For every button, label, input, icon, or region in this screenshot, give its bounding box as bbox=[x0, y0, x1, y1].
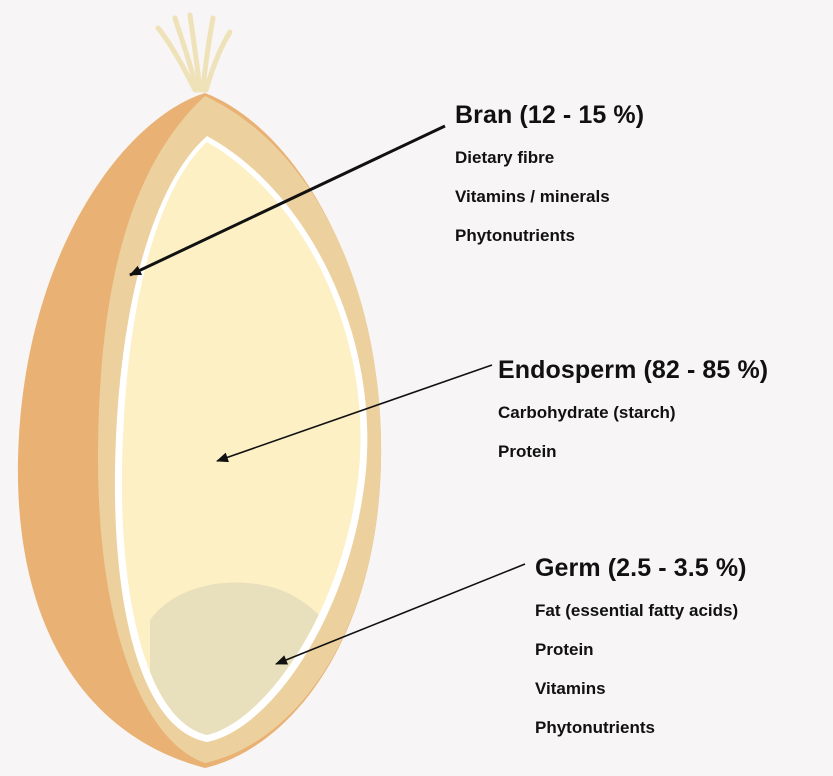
bran-item-dietary-fibre: Dietary fibre bbox=[455, 148, 644, 168]
brush-hairs bbox=[158, 15, 230, 90]
germ-item-protein: Protein bbox=[535, 640, 747, 660]
endosperm-item-protein: Protein bbox=[498, 442, 768, 462]
germ-title: Germ (2.5 - 3.5 %) bbox=[535, 553, 747, 583]
germ-label-group: Germ (2.5 - 3.5 %) Fat (essential fatty … bbox=[535, 553, 747, 738]
germ-item-fat: Fat (essential fatty acids) bbox=[535, 601, 747, 621]
bran-label-group: Bran (12 - 15 %) Dietary fibre Vitamins … bbox=[455, 100, 644, 246]
germ-item-phytonutrients: Phytonutrients bbox=[535, 718, 747, 738]
endosperm-label-group: Endosperm (82 - 85 %) Carbohydrate (star… bbox=[498, 355, 768, 462]
germ-item-vitamins: Vitamins bbox=[535, 679, 747, 699]
bran-item-vitamins-minerals: Vitamins / minerals bbox=[455, 187, 644, 207]
endosperm-title: Endosperm (82 - 85 %) bbox=[498, 355, 768, 385]
bran-item-phytonutrients: Phytonutrients bbox=[455, 226, 644, 246]
endosperm-item-carbohydrate: Carbohydrate (starch) bbox=[498, 403, 768, 423]
bran-title: Bran (12 - 15 %) bbox=[455, 100, 644, 130]
